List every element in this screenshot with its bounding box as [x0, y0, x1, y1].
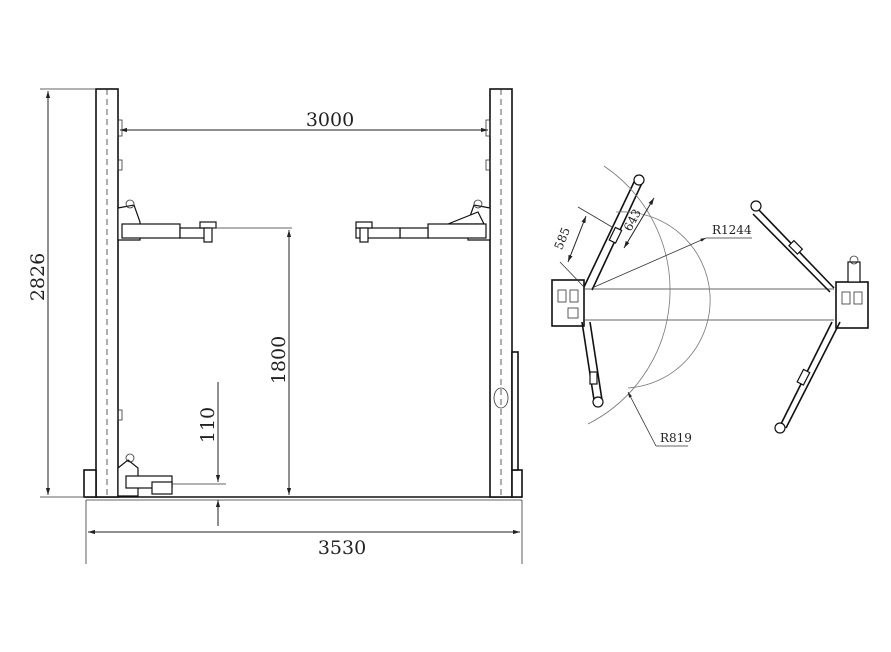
dimension-3000-label: 3000: [306, 109, 354, 131]
dimension-r1244-label: R1244: [712, 223, 752, 237]
front-elevation: 3000 2826 1800 110 3530: [27, 88, 523, 564]
left-bracket-mid: [117, 159, 123, 171]
top-right-lower-arm: [774, 321, 841, 434]
leader-r819: R819: [627, 391, 692, 447]
left-lift-arm-lowered: [117, 453, 226, 497]
top-left-upper-arm: [583, 174, 645, 291]
top-view: 585 643 R1244 R819: [551, 165, 869, 447]
arc-r1244: [587, 165, 671, 425]
dimension-110-label: 110: [197, 407, 219, 443]
top-right-carriage: [835, 281, 869, 329]
top-left-carriage: [551, 279, 585, 327]
left-column-foot: [83, 469, 97, 498]
top-left-lower-arm: [581, 321, 604, 408]
dimension-2826-label: 2826: [27, 253, 49, 301]
right-power-unit: [511, 351, 519, 471]
dimension-3000: 3000: [120, 109, 488, 133]
dimension-2826: 2826: [27, 88, 96, 498]
top-right-upper-arm: [750, 200, 835, 293]
left-bracket-low: [117, 409, 123, 421]
dimension-3530: 3530: [85, 500, 523, 564]
left-lift-arm-raised: [117, 199, 292, 243]
dimension-1800: 1800: [268, 230, 292, 495]
dimension-110: 110: [197, 382, 221, 526]
dimension-643: 643: [621, 197, 655, 249]
leader-r1244: R1244: [591, 223, 752, 289]
dimension-585-label: 585: [552, 225, 574, 251]
right-lift-arm-raised: [355, 199, 491, 243]
dimension-r819-label: R819: [660, 431, 692, 445]
right-column-foot: [511, 469, 523, 498]
right-bracket-mid: [485, 159, 491, 171]
dimension-1800-label: 1800: [268, 336, 290, 384]
right-column-oval-hole: [493, 387, 509, 409]
dimension-3530-label: 3530: [318, 537, 366, 559]
arc-r819: [615, 211, 711, 389]
